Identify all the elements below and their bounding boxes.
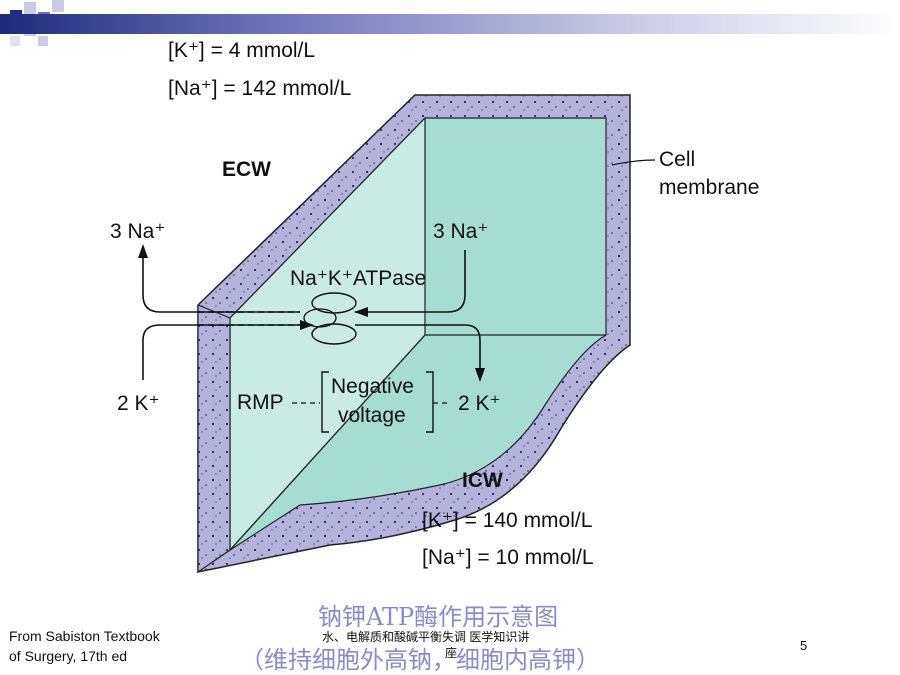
icw-na-concentration: [Na⁺] = 10 mmol/L xyxy=(422,546,594,569)
pump-label: Na⁺K⁺ATPase xyxy=(290,267,427,290)
na-in-label: 3 Na⁺ xyxy=(433,220,489,243)
voltage-bracket-right xyxy=(426,371,434,433)
voltage-bracket-left xyxy=(321,371,329,433)
rmp-label: RMP xyxy=(237,391,284,414)
negative-voltage-line1: Negative xyxy=(331,375,414,398)
source-credit-line1: From Sabiston Textbook xyxy=(9,628,160,644)
k-in-arrow-right xyxy=(355,324,481,375)
na-out-arrow xyxy=(142,255,300,313)
k-in-arrow-left xyxy=(142,324,300,380)
source-credit-line2: of Surgery, 17th ed xyxy=(9,648,128,664)
footer-title-line2: 座 xyxy=(445,646,458,660)
k-in-left-label: 2 K⁺ xyxy=(117,392,160,415)
na-out-label: 3 Na⁺ xyxy=(110,220,166,243)
header-square-light xyxy=(24,2,36,14)
ecw-label: ECW xyxy=(222,158,271,181)
caption-subtitle: （维持细胞外高钠，细胞内高钾） xyxy=(240,646,600,674)
cell-membrane-label-line2: membrane xyxy=(659,176,760,199)
caption-title: 钠钾ATP酶作用示意图 xyxy=(318,603,559,631)
negative-voltage-line2: voltage xyxy=(338,404,406,427)
na-in-arrow xyxy=(355,250,466,313)
ecw-k-concentration: [K⁺] = 4 mmol/L xyxy=(168,39,316,62)
icw-k-concentration: [K⁺] = 140 mmol/L xyxy=(422,509,593,532)
header-gradient-bar xyxy=(0,14,900,34)
header-square-light xyxy=(10,36,20,46)
k-in-right-label: 2 K⁺ xyxy=(458,392,501,415)
icw-label: ICW xyxy=(462,469,503,492)
membrane-pointer xyxy=(611,159,656,166)
cell-membrane-label-line1: Cell xyxy=(659,148,696,171)
page-number: 5 xyxy=(800,638,808,653)
footer-title-line1: 水、电解质和酸碱平衡失调 医学知识讲 xyxy=(322,630,530,644)
ecw-na-concentration: [Na⁺] = 142 mmol/L xyxy=(168,77,352,100)
header-square-light xyxy=(52,0,64,12)
pump-subunit xyxy=(311,323,357,345)
header-square-light xyxy=(38,36,48,46)
